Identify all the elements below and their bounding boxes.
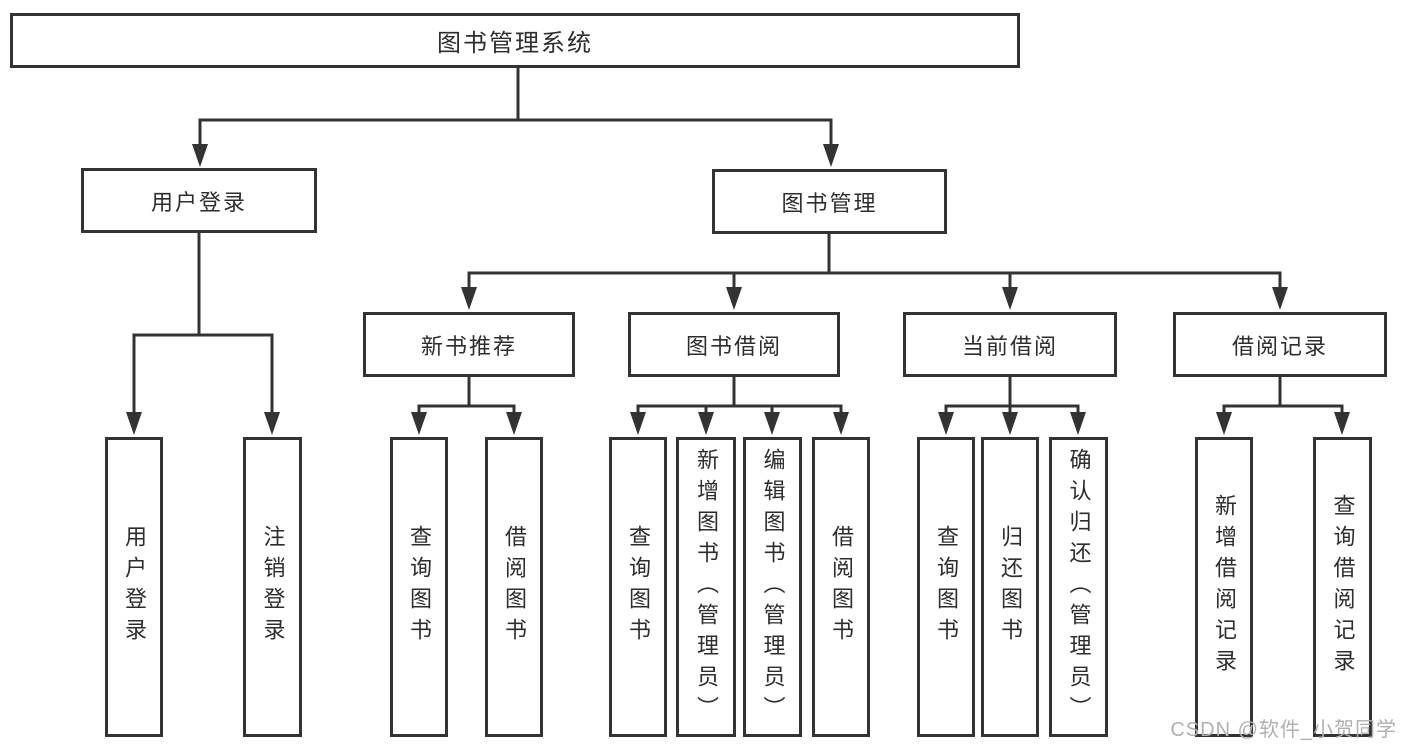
- leaf-query-borrow-record: 查询借阅记录: [1313, 437, 1372, 737]
- node-book-management: 图书管理: [712, 169, 947, 234]
- leaf-edit-book-admin: 编辑图书（管理员）: [743, 437, 802, 737]
- node-user-login: 用户登录: [81, 168, 317, 233]
- leaf-return-book: 归还图书: [981, 437, 1039, 737]
- leaf-add-book-admin: 新增图书（管理员）: [676, 437, 736, 737]
- leaf-user-login: 用户登录: [105, 437, 163, 737]
- node-current-borrow: 当前借阅: [903, 312, 1117, 377]
- node-library-management-system: 图书管理系统: [10, 13, 1020, 68]
- node-borrow-records: 借阅记录: [1173, 312, 1387, 377]
- node-book-borrow: 图书借阅: [628, 312, 840, 377]
- leaf-query-books-current: 查询图书: [917, 437, 975, 737]
- leaf-query-books-recommend: 查询图书: [390, 437, 448, 737]
- leaf-logout: 注销登录: [243, 437, 302, 737]
- node-new-book-recommend: 新书推荐: [363, 312, 575, 377]
- leaf-confirm-return-admin: 确认归还（管理员）: [1049, 437, 1108, 737]
- leaf-query-books-borrow: 查询图书: [609, 437, 667, 737]
- leaf-borrow-books: 借阅图书: [812, 437, 870, 737]
- leaf-borrow-books-recommend: 借阅图书: [485, 437, 543, 737]
- leaf-add-borrow-record: 新增借阅记录: [1195, 437, 1253, 737]
- csdn-watermark: CSDN @软件_小贺同学: [1170, 719, 1397, 741]
